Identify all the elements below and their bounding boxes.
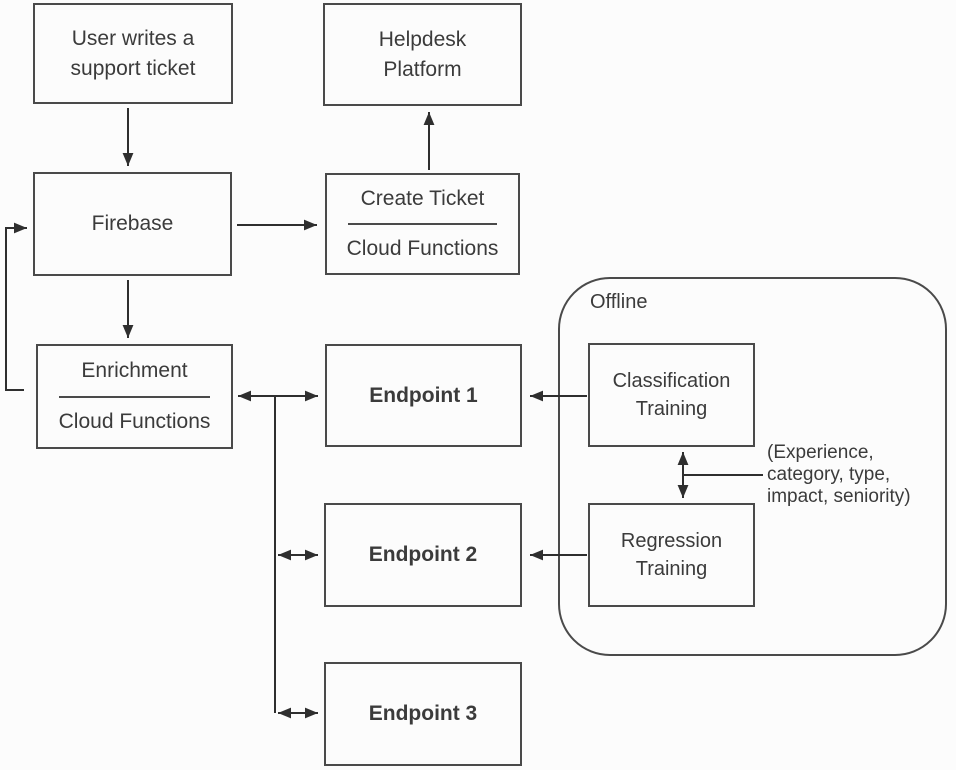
features-annotation: (Experience, category, type, impact, sen… xyxy=(767,442,911,507)
node-endpoint-3: Endpoint 3 xyxy=(324,662,522,766)
node-create-ticket: Create Ticket Cloud Functions xyxy=(325,173,520,275)
node-endpoint-1: Endpoint 1 xyxy=(325,344,522,447)
node-helpdesk-platform-label: Helpdesk Platform xyxy=(378,27,467,81)
node-endpoint-2-label: Endpoint 2 xyxy=(368,543,478,567)
node-firebase-label: Firebase xyxy=(91,212,174,236)
create-ticket-divider xyxy=(348,223,497,225)
node-enrichment-top-label: Enrichment xyxy=(81,358,188,382)
offline-group-label: Offline xyxy=(590,291,648,313)
node-endpoint-3-label: Endpoint 3 xyxy=(368,702,478,726)
arrow-enrichment-to-firebase-loop xyxy=(5,222,27,391)
offline-group xyxy=(558,277,947,656)
node-endpoint-1-label: Endpoint 1 xyxy=(369,383,478,407)
enrichment-divider xyxy=(59,395,210,398)
node-endpoint-2: Endpoint 2 xyxy=(324,503,522,607)
node-enrichment-bottom-label: Cloud Functions xyxy=(58,410,211,434)
node-firebase: Firebase xyxy=(33,172,232,276)
node-helpdesk-platform: Helpdesk Platform xyxy=(323,3,522,106)
node-user-ticket-label: User writes a support ticket xyxy=(70,26,196,80)
node-classification-training-label: Classification Training xyxy=(612,369,731,420)
node-classification-training: Classification Training xyxy=(588,343,755,447)
node-user-ticket: User writes a support ticket xyxy=(33,3,233,104)
node-regression-training: Regression Training xyxy=(588,503,755,607)
node-create-ticket-top-label: Create Ticket xyxy=(360,187,485,211)
node-regression-training-label: Regression Training xyxy=(620,529,723,580)
node-enrichment: Enrichment Cloud Functions xyxy=(36,344,233,449)
node-create-ticket-bottom-label: Cloud Functions xyxy=(346,237,499,261)
